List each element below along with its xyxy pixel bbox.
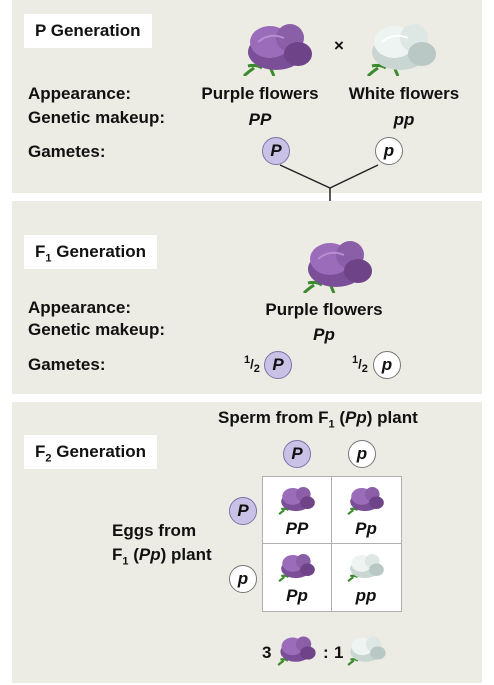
eggs-label-line1: Eggs from — [112, 521, 197, 540]
sperm-allele-2: p — [348, 440, 376, 468]
p-gametes-label: Gametes: — [28, 142, 106, 161]
f1-gamete1: P — [264, 351, 292, 379]
egg-allele-2: p — [229, 565, 257, 593]
ratio-right: 1 — [334, 643, 344, 662]
f1-genotype: Pp — [313, 325, 335, 344]
f1-gamete2: p — [373, 351, 401, 379]
ratio-separator: : — [323, 643, 329, 662]
p-appearance-label: Appearance: — [28, 84, 131, 103]
punnett-cell-het-1: Pp — [332, 477, 400, 543]
f1-gamete2-fraction: 1/2 — [352, 354, 368, 375]
f1-genetic-label: Genetic makeup: — [28, 320, 165, 339]
parent1-genotype: PP — [248, 110, 272, 129]
f1-appearance-label: Appearance: — [28, 298, 131, 317]
eggs-label-line2: F1 (Pp) plant — [112, 545, 212, 568]
punnett-genotype: Pp — [286, 586, 308, 605]
punnett-genotype: PP — [285, 519, 309, 538]
f1-gamete1-fraction: 1/2 — [244, 354, 260, 375]
sperm-label: Sperm from F1 (Pp) plant — [218, 408, 418, 431]
p-generation-panel: P Generation × Appearance: Genetic makeu… — [12, 0, 482, 193]
parent2-genotype: pp — [393, 110, 415, 129]
parent2-gamete: p — [375, 137, 403, 165]
f1-generation-panel: F1 Generation Appearance: Genetic makeup… — [12, 201, 482, 394]
purple-flower-icon — [302, 241, 372, 293]
cross-arrow — [279, 164, 379, 222]
white-flower-icon — [347, 553, 384, 582]
punnett-cell-pp-recessive: pp — [332, 544, 400, 610]
punnett-square: PP Pp Pp pp — [262, 476, 402, 612]
f1-generation-title: F1 Generation — [24, 235, 157, 269]
parent1-gamete: P — [262, 137, 290, 165]
f2-generation-title: F2 Generation — [24, 435, 157, 469]
punnett-cell-het-2: Pp — [263, 544, 331, 610]
punnett-genotype: pp — [355, 586, 377, 605]
purple-flower-icon — [278, 553, 315, 582]
parent1-appearance: Purple flowers — [201, 84, 319, 103]
parent2-appearance: White flowers — [348, 84, 460, 103]
purple-flower-icon — [277, 636, 316, 666]
ratio-left: 3 — [262, 643, 272, 662]
purple-flower-icon — [347, 486, 384, 515]
sperm-allele-1: P — [283, 440, 311, 468]
p-genetic-label: Genetic makeup: — [28, 108, 165, 127]
white-flower-icon — [347, 636, 386, 666]
f1-appearance: Purple flowers — [265, 300, 383, 319]
p-generation-title: P Generation — [24, 14, 152, 48]
punnett-cell-pp-dominant: PP — [263, 477, 331, 543]
punnett-genotype: Pp — [355, 519, 377, 538]
white-flower-icon — [366, 24, 436, 76]
purple-flower-icon — [278, 486, 315, 515]
cross-symbol: × — [334, 36, 344, 55]
purple-flower-icon — [242, 24, 312, 76]
egg-allele-1: P — [229, 497, 257, 525]
f1-gametes-label: Gametes: — [28, 355, 106, 374]
